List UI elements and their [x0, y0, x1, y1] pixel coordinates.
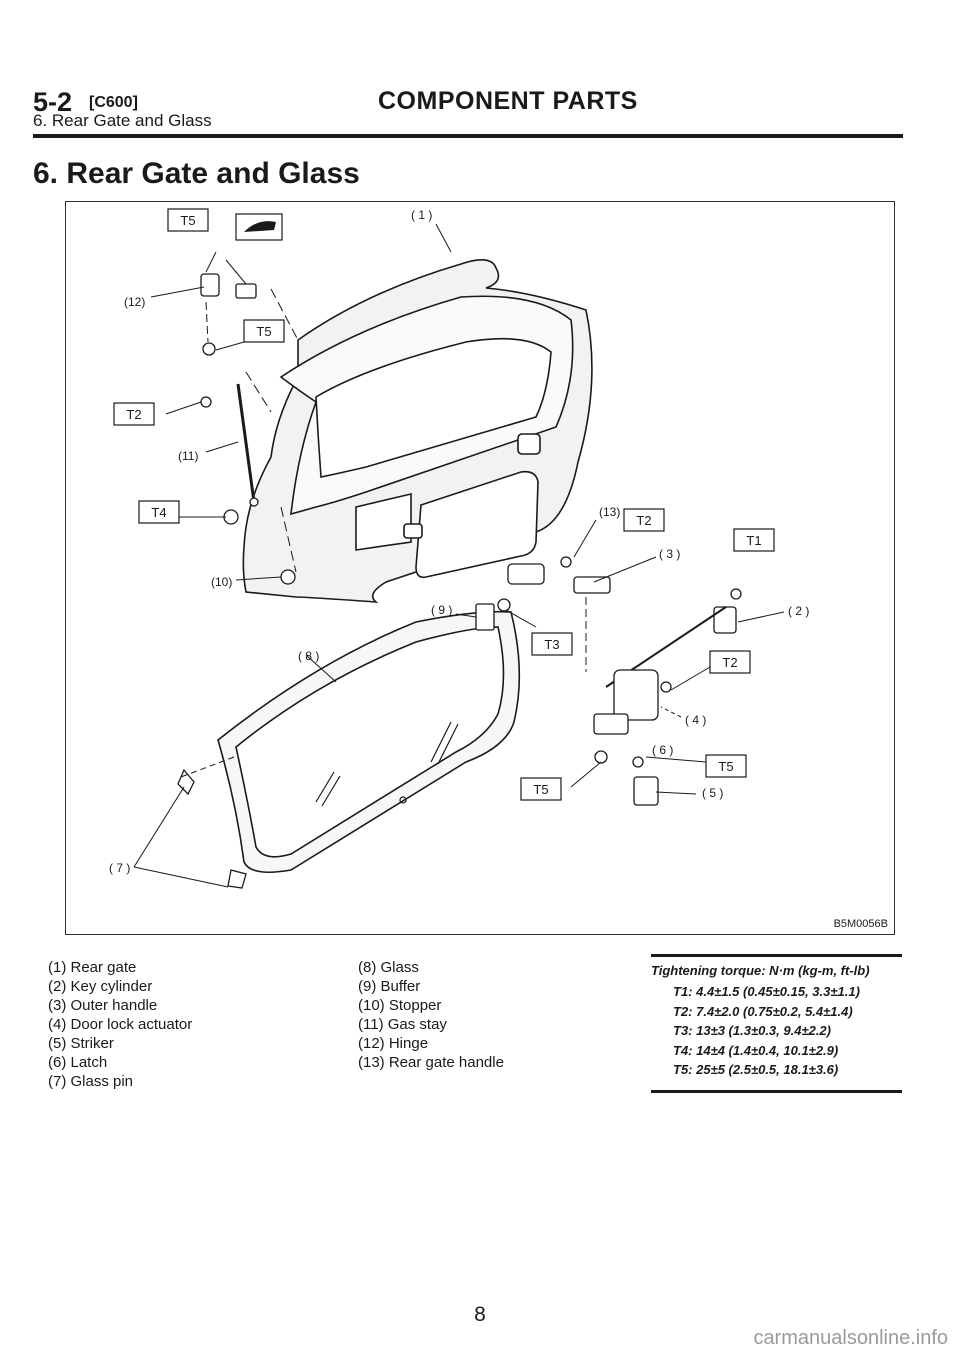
callout-label: ( 4 ) [685, 713, 706, 727]
legend-item: (8) Glass [358, 959, 419, 976]
torque-tag-label: T2 [126, 407, 141, 422]
callout-label: (12) [124, 295, 145, 309]
torque-tag-label: T2 [722, 655, 737, 670]
legend-item: (7) Glass pin [48, 1073, 134, 1090]
legend-item: (6) Latch [48, 1054, 108, 1071]
legend-item: (9) Buffer [358, 978, 421, 995]
torque-item: T1: 4.4±1.5 (0.45±0.15, 3.3±1.1) [673, 984, 860, 999]
legend-item: (12) Hinge [358, 1035, 429, 1052]
torque-tag-label: T2 [636, 513, 651, 528]
legend-item: (2) Key cylinder [48, 978, 153, 995]
page-number: 8 [474, 1303, 486, 1326]
callout-label: ( 7 ) [109, 861, 130, 875]
callout-label: ( 2 ) [788, 604, 809, 618]
rear-gate-diagram: T5 T5 T2 T4 T2 T1 T3 T2 T5 T5 ( 1 ) ( 2 … [109, 208, 809, 889]
torque-tag-label: T5 [256, 324, 271, 339]
legend-item: (3) Outer handle [48, 997, 158, 1014]
callout-label: ( 6 ) [652, 743, 673, 757]
callout-label: ( 1 ) [411, 208, 432, 222]
legend-column-1: (1) Rear gate (2) Key cylinder (3) Outer… [48, 958, 192, 1091]
exploded-view-figure: T5 T5 T2 T4 T2 T1 T3 T2 T5 T5 ( 1 ) ( 2 … [65, 201, 895, 935]
leader-lines [133, 223, 785, 888]
callout-label: ( 3 ) [659, 547, 680, 561]
callout-label: (11) [178, 449, 198, 463]
page-header: 5-2 [C600] COMPONENT PARTS 6. Rear Gate … [33, 87, 903, 137]
torque-list: T1: 4.4±1.5 (0.45±0.15, 3.3±1.1) T2: 7.4… [651, 982, 902, 1080]
section-title: COMPONENT PARTS [378, 87, 638, 115]
callout-label: ( 9 ) [431, 603, 452, 617]
watermark: carmanualsonline.info [753, 1327, 948, 1349]
torque-tag-boxes [113, 208, 775, 801]
legend-item: (5) Striker [48, 1035, 114, 1052]
callout-label: (13) [599, 505, 620, 519]
torque-tag-label: T5 [718, 759, 733, 774]
torque-spec-box: Tightening torque: N·m (kg-m, ft-lb) T1:… [651, 954, 902, 1093]
sealant-tool-glyph [244, 221, 276, 232]
torque-tag-label: T3 [544, 637, 559, 652]
callout-label: (10) [211, 575, 232, 589]
torque-item: T2: 7.4±2.0 (0.75±0.2, 5.4±1.4) [673, 1003, 853, 1019]
legend-item: (4) Door lock actuator [48, 1016, 193, 1033]
legend-item: (11) Gas stay [358, 1016, 447, 1033]
torque-item: T4: 14±4 (1.4±0.4, 10.1±2.9) [673, 1042, 839, 1058]
torque-top-rule [651, 954, 902, 957]
legend-item: (1) Rear gate [48, 959, 137, 976]
callout-label: ( 8 ) [298, 649, 319, 663]
torque-tag-label: T5 [180, 213, 195, 228]
section-code: 5-2 [33, 87, 73, 117]
small-parts [177, 273, 742, 889]
figure-code: B5M0056B [833, 918, 888, 930]
torque-item: T5: 25±5 (2.5±0.5, 18.1±3.6) [673, 1062, 839, 1077]
page-title: 6. Rear Gate and Glass [33, 157, 360, 190]
torque-tag-label: T4 [151, 505, 166, 520]
header-divider [33, 134, 903, 138]
section-subcode: [C600] [89, 94, 138, 111]
legend-item: (13) Rear gate handle [358, 1054, 504, 1071]
torque-item: T3: 13±3 (1.3±0.3, 9.4±2.2) [673, 1023, 831, 1038]
torque-tag-label: T5 [533, 782, 548, 797]
legend-item: (10) Stopper [358, 997, 442, 1014]
glass-drawing [217, 610, 521, 873]
torque-tag-label: T1 [746, 533, 761, 548]
callout-label: ( 5 ) [702, 786, 723, 800]
breadcrumb: 6. Rear Gate and Glass [33, 111, 212, 130]
legend-column-2: (8) Glass (9) Buffer (10) Stopper (11) G… [358, 958, 504, 1072]
torque-title: Tightening torque: N·m (kg-m, ft-lb) [651, 963, 870, 978]
rear-gate-drawing [242, 259, 593, 603]
